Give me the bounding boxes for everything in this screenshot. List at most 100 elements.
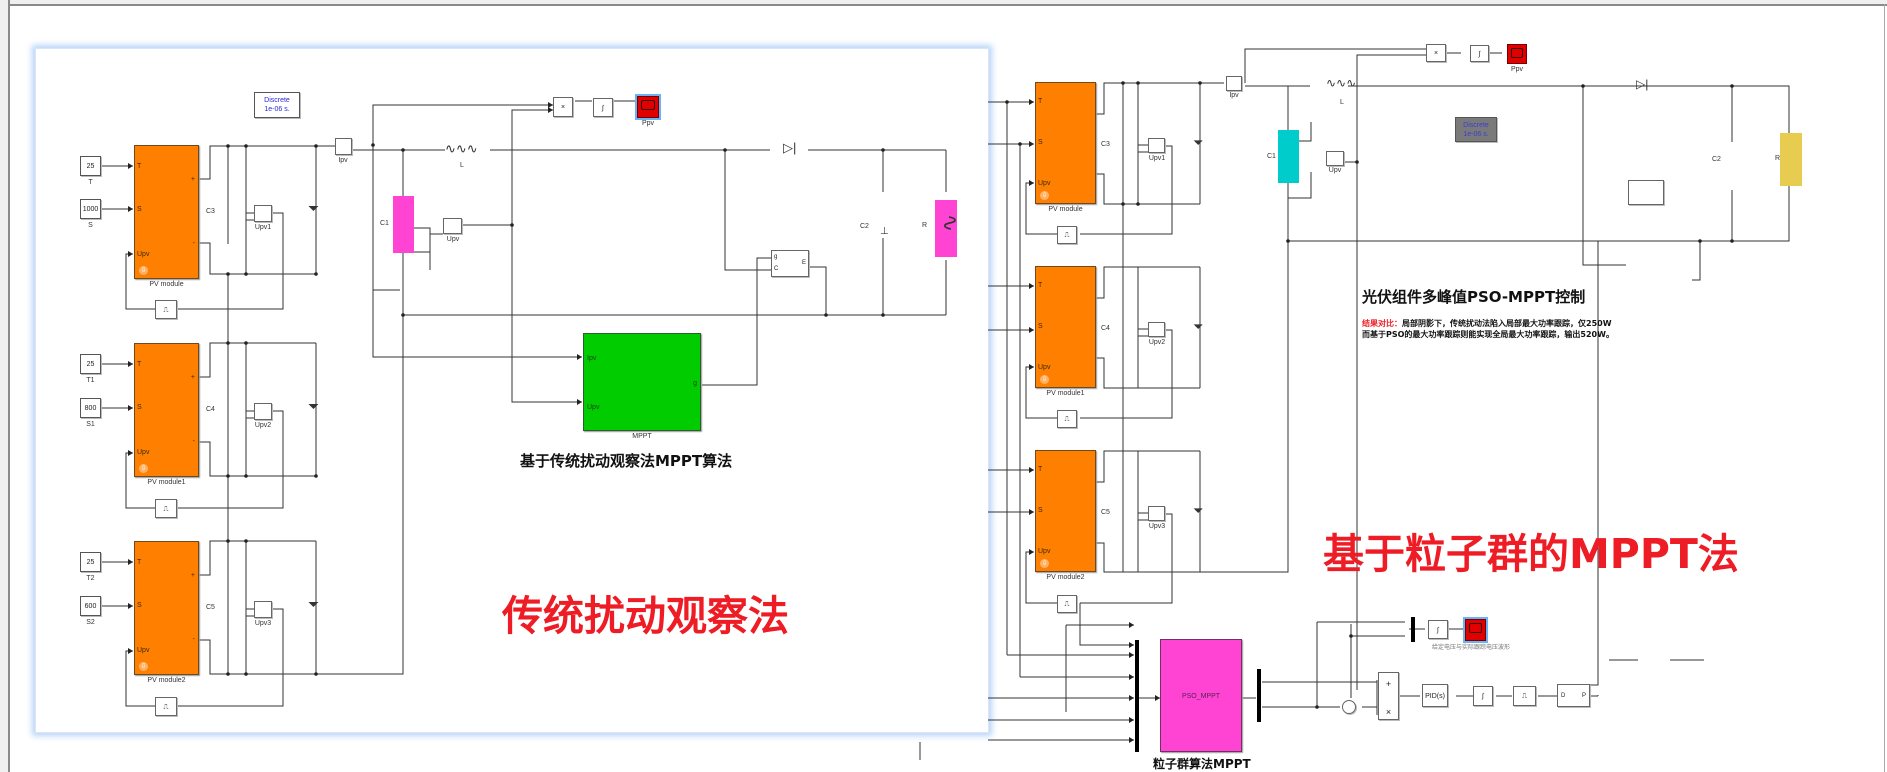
port-s: S	[1038, 323, 1043, 330]
saturation-block-icon[interactable]: ∫	[1473, 686, 1493, 706]
pv-module-block[interactable]: T S Upv ⇩	[1035, 266, 1096, 388]
port-minus: -	[192, 438, 195, 445]
pv-module-block[interactable]: T S Upv + - ⇩	[134, 541, 199, 675]
sum-block[interactable]	[1342, 700, 1356, 714]
download-arrow-icon: ⇩	[1040, 375, 1049, 384]
memory-block-icon[interactable]: ⎍	[1057, 226, 1077, 244]
memory-block-icon[interactable]: ⎍	[155, 499, 177, 518]
load-resistor-r[interactable]	[1780, 133, 1802, 186]
saturation-block-icon[interactable]: ∫	[1470, 45, 1489, 62]
port-s: S	[137, 404, 142, 411]
pv-module-block[interactable]: T S Upv ⇩	[1035, 82, 1096, 204]
scope-voltage-waveform[interactable]	[1465, 619, 1486, 641]
voltage-sensor-upv1[interactable]	[254, 205, 272, 222]
memory-block-icon[interactable]: ⎍	[155, 300, 177, 319]
sensor-label: Upv2	[254, 422, 272, 429]
port-minus: -	[192, 636, 195, 643]
memory-block-icon[interactable]: ⎍	[155, 697, 177, 716]
constant-temperature-1[interactable]: 25	[80, 156, 101, 176]
mux-block[interactable]	[1135, 640, 1139, 752]
inductor-label: L	[460, 162, 464, 169]
mppt-block[interactable]: Ipv Upv g	[583, 333, 701, 431]
pv-module-block[interactable]: T S Upv + - ⇩	[134, 343, 199, 477]
pv-module-block[interactable]: T S Upv ⇩	[1035, 450, 1096, 572]
capacitor-label: C2	[1712, 156, 1721, 163]
product-block[interactable]: ×	[1426, 44, 1446, 62]
right-model-big-title: 基于粒子群的MPPT法	[1323, 530, 1739, 578]
voltage-sensor-upv2[interactable]	[1148, 322, 1165, 337]
memory-block-icon[interactable]: ⎍	[1057, 595, 1077, 613]
voltage-sensor-upv[interactable]	[443, 218, 462, 234]
powergui-discrete-block-right[interactable]: Discrete 1e-06 s.	[1455, 117, 1497, 142]
igbt-port-e: E	[801, 260, 806, 266]
bypass-diode-icon: ⏷	[308, 596, 320, 612]
constant-irradiance-2[interactable]: 800	[80, 398, 101, 418]
boost-diode-icon: ▷|	[1636, 77, 1649, 91]
igbt-switch[interactable]: g C E	[771, 250, 809, 277]
pv-module-label: PV module1	[1046, 390, 1085, 397]
pso-block-caption: 粒子群算法MPPT	[1153, 757, 1251, 771]
port-plus: +	[190, 374, 195, 381]
load-resistor-r[interactable]	[935, 200, 957, 257]
capacitor-label: C2	[860, 223, 869, 230]
pwm-port-p: P	[1581, 693, 1586, 699]
constant-value: 1000	[82, 206, 99, 213]
demux-block[interactable]	[1257, 669, 1261, 722]
constant-temperature-2[interactable]: 25	[80, 354, 101, 374]
pid-controller-block[interactable]: PID(s)	[1422, 684, 1448, 707]
result-note-text1: 局部阴影下，传统扰动法陷入局部最大功率跟踪，仅250W	[1402, 319, 1612, 328]
port-upv: Upv	[137, 251, 150, 258]
constant-value: 600	[84, 603, 97, 610]
scope-label: Ppv	[641, 120, 655, 127]
mux-scope-block[interactable]	[1411, 617, 1415, 642]
pwm-generator-block[interactable]: D P	[1557, 684, 1590, 707]
product-block[interactable]: ×	[553, 97, 573, 117]
constant-temperature-3[interactable]: 25	[80, 552, 101, 572]
voltage-sensor-upv3[interactable]	[254, 601, 272, 618]
capacitor-label: C4	[206, 406, 215, 413]
current-sensor-ipv[interactable]	[335, 138, 352, 155]
resistor-zigzag-icon: ∿	[938, 213, 964, 233]
powergui-discrete-block-left[interactable]: Discrete 1e-06 s.	[254, 92, 300, 118]
current-sensor-label: Ipv	[338, 157, 348, 164]
scope-ppv[interactable]	[637, 96, 659, 118]
relay-block-icon[interactable]: ⎍	[1513, 686, 1536, 706]
pv-module-label: PV module1	[147, 479, 186, 486]
saturation-block-icon[interactable]: ∫	[593, 98, 613, 117]
pv-module-label: PV module	[1048, 206, 1083, 213]
pso-mppt-block[interactable]: PSO_MPPT	[1160, 639, 1242, 752]
product-symbol: ×	[560, 104, 566, 111]
input-capacitor-c1[interactable]	[1278, 130, 1299, 183]
mppt-port-ipv: Ipv	[587, 355, 597, 362]
mppt-port-g: g	[693, 380, 697, 387]
constant-label: S2	[86, 619, 95, 626]
constant-irradiance-3[interactable]: 600	[80, 596, 101, 616]
memory-block-icon[interactable]: ⎍	[1057, 410, 1077, 428]
port-t: T	[137, 361, 142, 368]
port-t: T	[1038, 466, 1043, 473]
constant-label: T	[88, 179, 93, 186]
pv-module-block[interactable]: T S Upv + - ⇩	[134, 145, 199, 279]
saturation-block-icon[interactable]: ∫	[1428, 620, 1448, 639]
voltage-sensor-upv1[interactable]	[1148, 138, 1165, 153]
capacitor-label: C1	[1267, 153, 1276, 160]
voltage-sensor-upv2[interactable]	[254, 403, 272, 420]
sensor-label: Upv1	[1148, 155, 1166, 162]
download-arrow-icon: ⇩	[1040, 559, 1049, 568]
discrete-line1: Discrete	[264, 97, 290, 104]
igbt-switch[interactable]	[1628, 180, 1664, 205]
bypass-diode-icon: ⏷	[308, 398, 320, 414]
constant-label: S1	[86, 421, 95, 428]
constant-irradiance-1[interactable]: 1000	[80, 199, 101, 219]
pid-label: PID(s)	[1425, 693, 1445, 700]
constant-value: 800	[84, 405, 97, 412]
left-sidebar	[0, 0, 10, 772]
pv-module-label: PV module2	[1046, 574, 1085, 581]
voltage-sensor-upv3[interactable]	[1148, 506, 1165, 521]
product-divide-block[interactable]: + ×	[1378, 672, 1399, 720]
input-capacitor-c1[interactable]	[393, 196, 414, 253]
voltage-sensor-upv[interactable]	[1326, 151, 1344, 166]
port-t: T	[137, 163, 142, 170]
current-sensor-ipv[interactable]	[1226, 76, 1242, 91]
scope-ppv[interactable]	[1507, 44, 1527, 64]
